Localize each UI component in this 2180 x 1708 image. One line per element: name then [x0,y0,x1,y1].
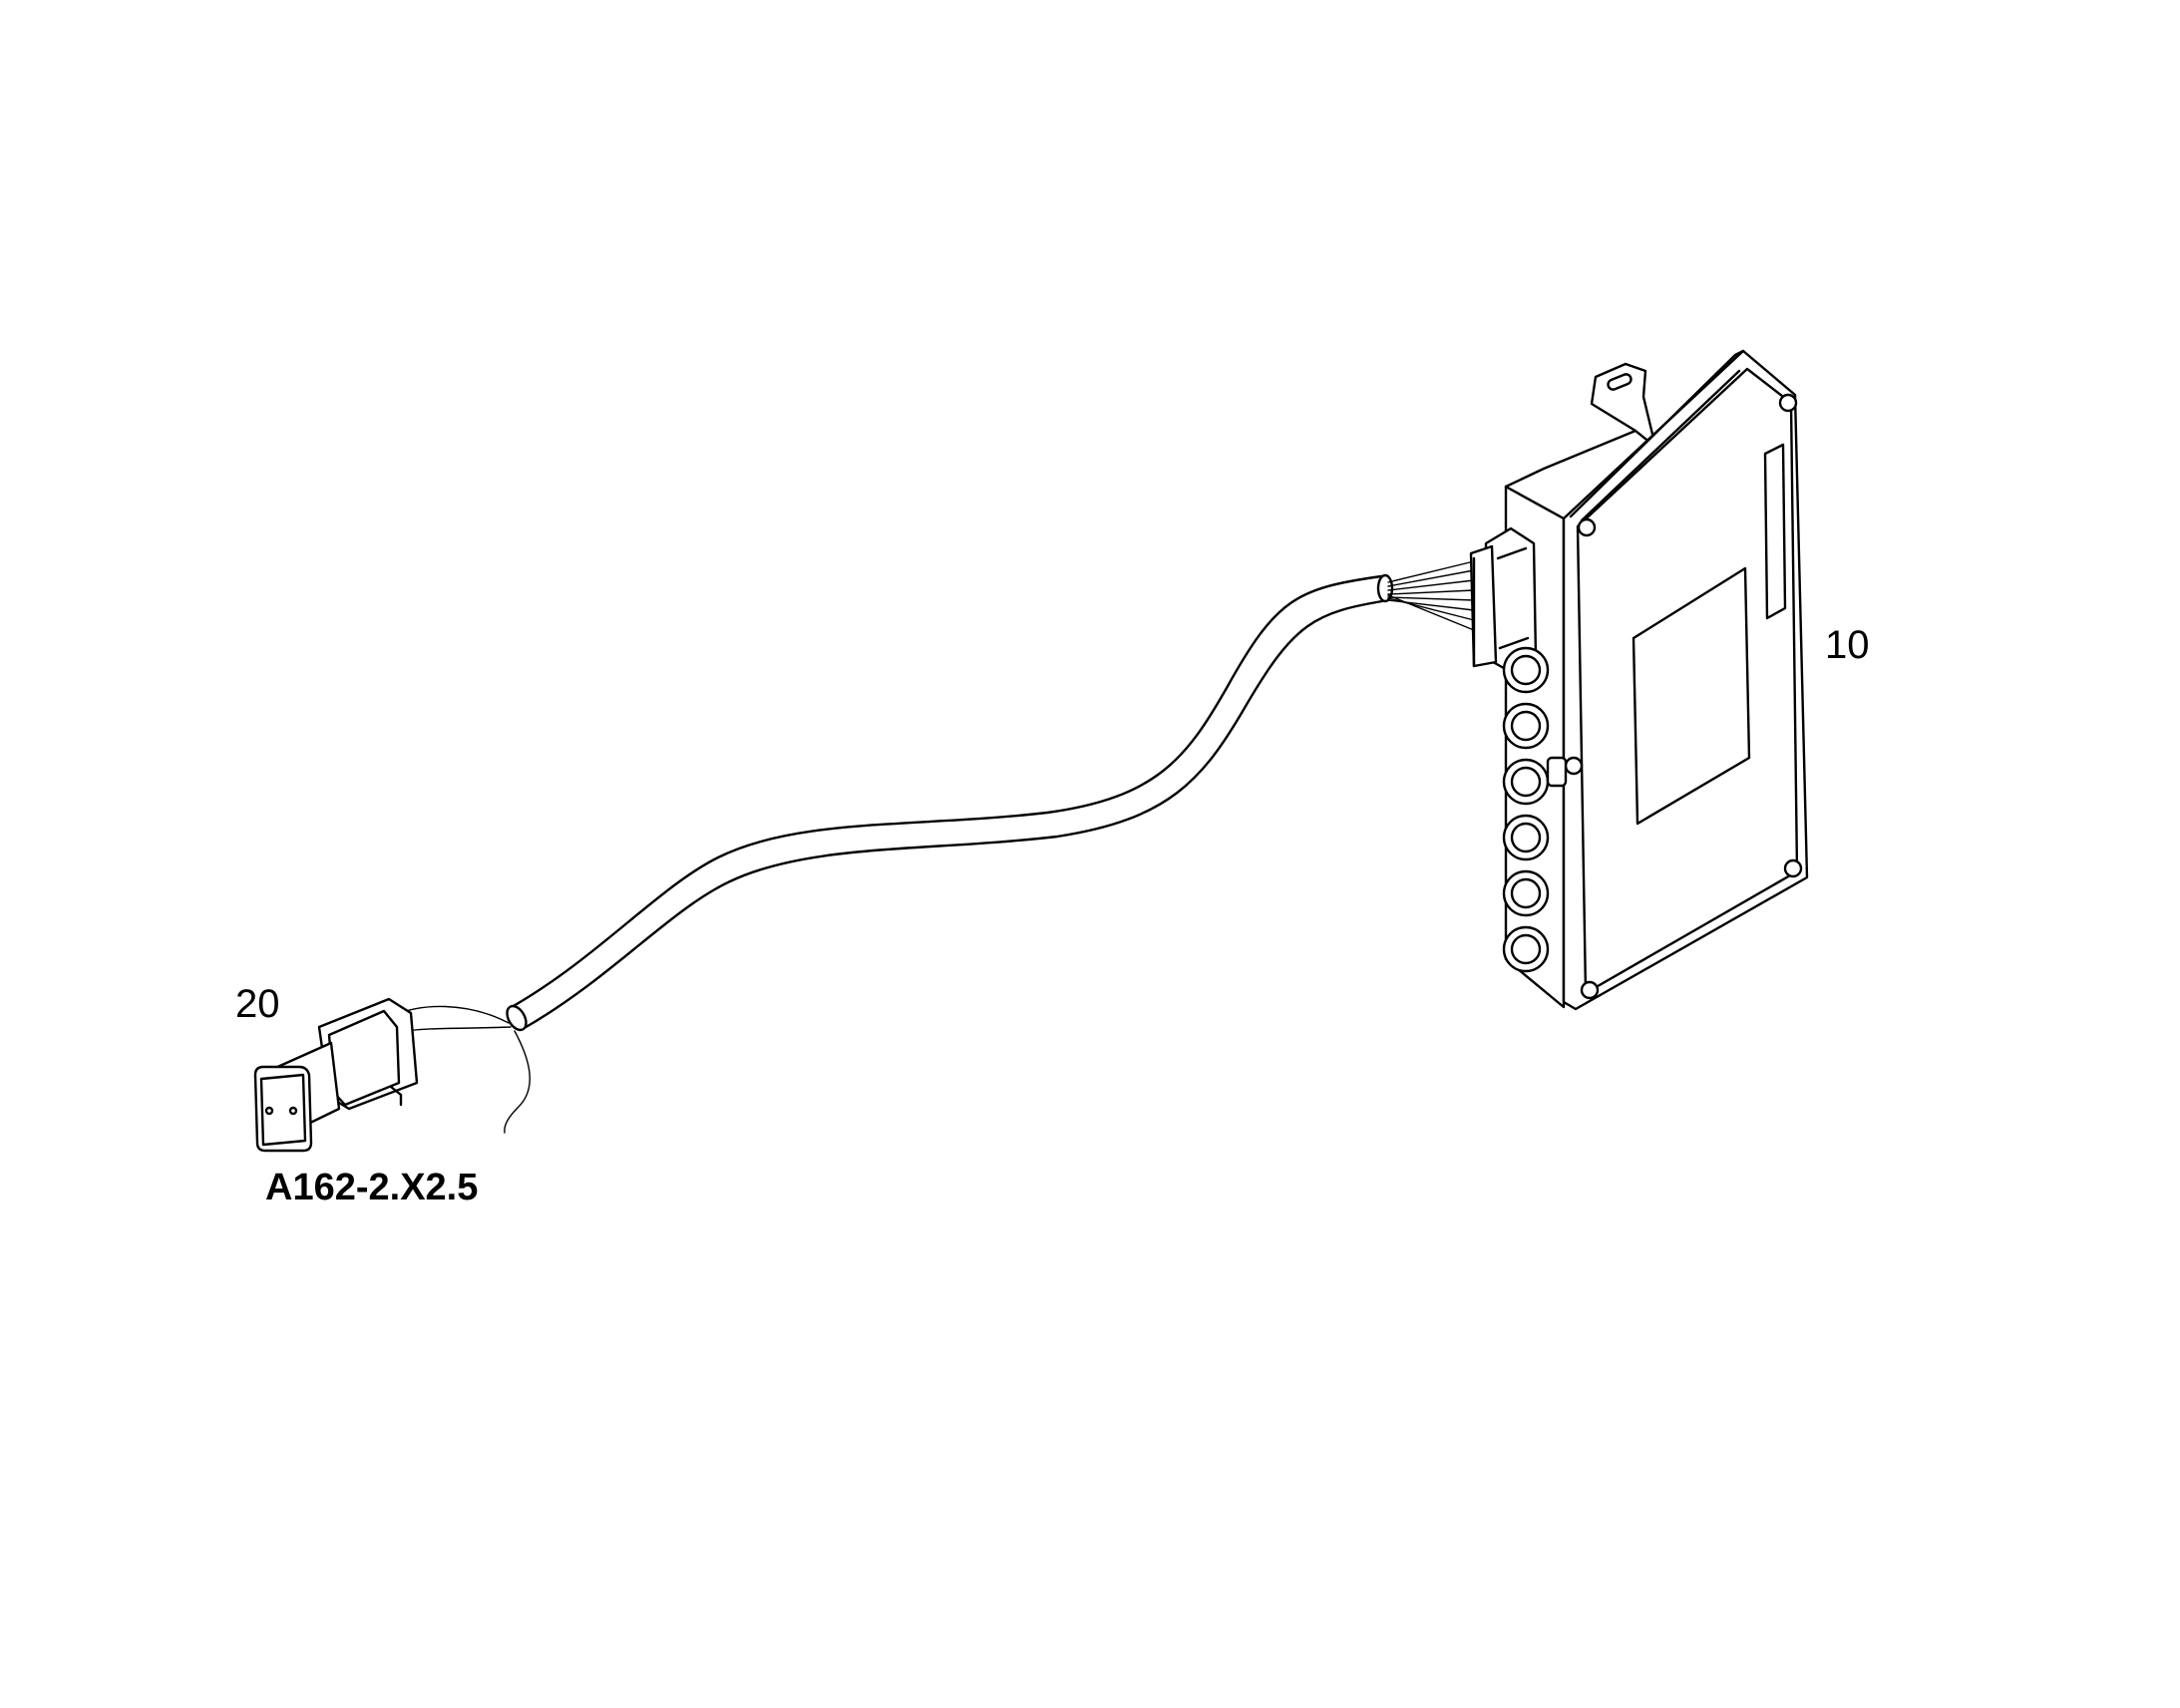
sensor-ports [1502,646,1568,973]
cable-end-left [506,1004,528,1032]
port-5-icon [1502,869,1550,917]
pin-hole-1-icon [264,1106,274,1116]
unit-top-edge-2 [1580,369,1741,522]
control-unit [1469,349,1809,1011]
port-4-icon [1502,814,1550,861]
side-fitting [1546,756,1568,788]
cable-edge-top [510,574,1383,1009]
main-plug [1469,526,1538,674]
pin-hole-2-icon [288,1106,298,1116]
port-1-icon [1502,646,1550,694]
port-6-icon [1502,925,1550,973]
screw-bottom-left-icon [1580,980,1600,1000]
callout-20: 20 [235,982,280,1026]
unit-top-edge [1569,349,1745,518]
wire-fan [1387,560,1475,631]
screw-top-left-icon [1577,517,1597,537]
side-sticker [1763,443,1787,620]
screw-bottom-right-icon [1783,858,1803,878]
connector-face-rim [259,1073,307,1147]
cable-harness [328,560,1475,1134]
cable-edge-bottom [521,598,1390,1031]
callout-10: 10 [1825,623,1870,667]
connector-tab [389,1085,403,1107]
connector-designation: A162-2.X2.5 [265,1167,478,1208]
connector-face [253,1065,313,1153]
label-plate [1632,566,1751,826]
port-2-icon [1502,702,1550,750]
bracket-slot [1607,373,1633,391]
connector-plug [253,997,419,1153]
screw-middle-icon [1564,756,1584,776]
unit-lid-border [1576,367,1799,995]
screw-top-right-icon [1778,393,1798,413]
port-3-icon [1502,758,1550,806]
